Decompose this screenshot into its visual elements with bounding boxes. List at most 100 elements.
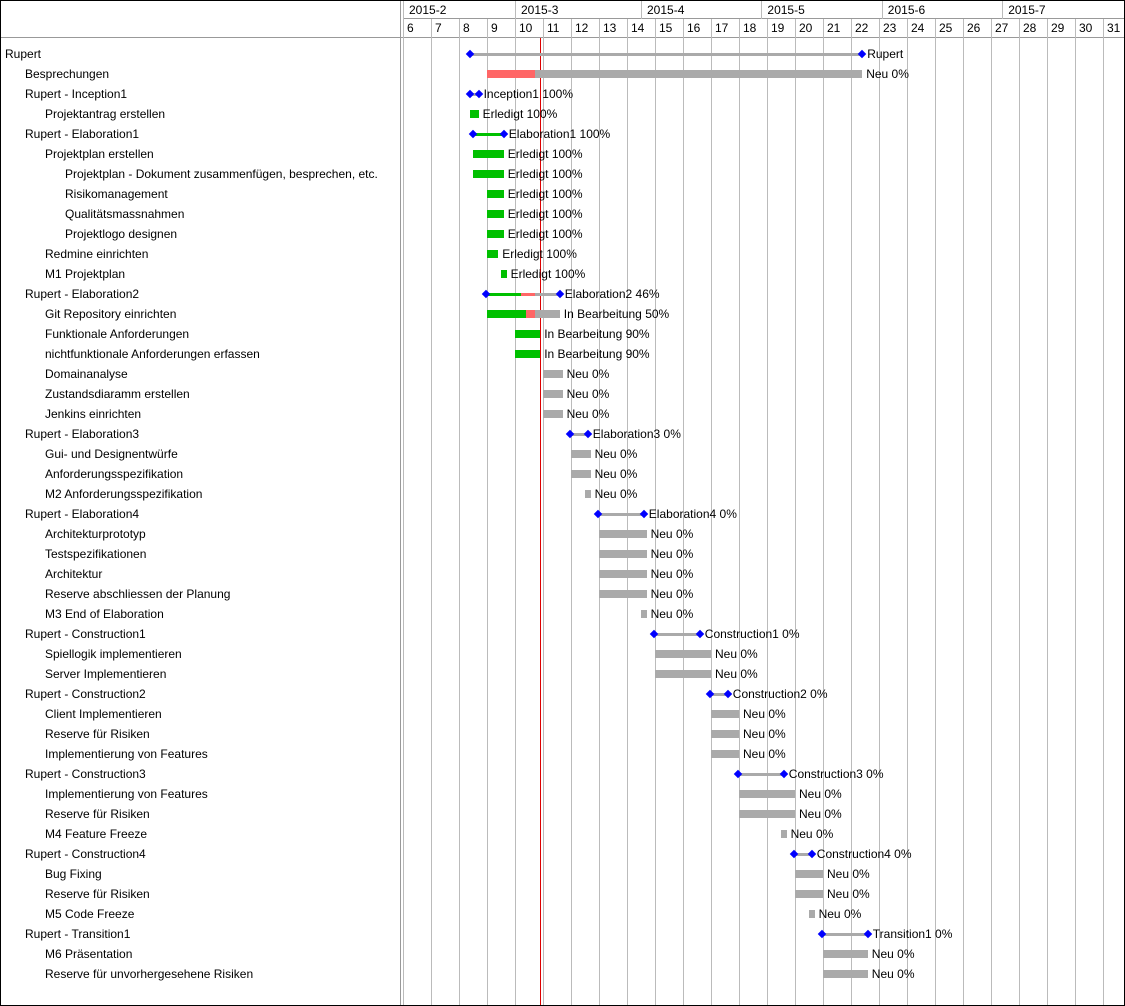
task-bar[interactable] [655,670,711,678]
task-label[interactable]: Rupert - Inception1 [25,87,128,101]
group-bar[interactable] [793,853,812,856]
month-label: 2015-7 [1008,3,1046,17]
task-bar[interactable] [823,970,868,978]
task-label[interactable]: Rupert - Construction3 [25,767,146,781]
group-bar[interactable] [709,693,728,696]
task-label[interactable]: Projektantrag erstellen [45,107,166,121]
task-label[interactable]: Rupert - Elaboration4 [25,507,140,521]
task-label[interactable]: Qualitätsmassnahmen [65,207,185,221]
task-bar[interactable] [655,650,711,658]
task-label[interactable]: Rupert - Elaboration2 [25,287,140,301]
month-label: 2015-5 [767,3,805,17]
task-label[interactable]: Projektplan erstellen [45,147,154,161]
task-status-label: Neu 0% [715,647,758,661]
task-bar[interactable] [543,410,563,418]
task-bar[interactable] [711,710,739,718]
task-label[interactable]: Funktionale Anforderungen [45,327,190,341]
task-bar[interactable] [571,450,591,458]
task-label[interactable]: Domainanalyse [45,367,128,381]
milestone-start-diamond-icon [465,49,475,59]
group-bar[interactable] [737,773,784,776]
week-label: 22 [855,21,869,35]
task-label[interactable]: Redmine einrichten [45,247,149,261]
task-bar[interactable] [739,790,795,798]
task-bar[interactable] [739,810,795,818]
task-status-label: In Bearbeitung 50% [563,307,670,321]
week-gridline [739,19,740,1005]
task-status-label: Neu 0% [743,747,786,761]
group-bar[interactable] [821,933,868,936]
task-bar[interactable] [599,570,647,578]
milestone-end-diamond-icon [555,289,565,299]
task-bar[interactable] [599,530,647,538]
task-label[interactable]: Rupert - Elaboration1 [25,127,140,141]
task-label[interactable]: Rupert [5,47,42,61]
task-label[interactable]: Testspezifikationen [45,547,147,561]
task-label[interactable]: Rupert - Construction1 [25,627,146,641]
task-label[interactable]: M4 Feature Freeze [45,827,148,841]
task-label[interactable]: Gui- und Designentwürfe [45,447,178,461]
task-label[interactable]: Anforderungsspezifikation [45,467,184,481]
group-bar[interactable] [569,433,588,436]
week-gridline [627,19,628,1005]
task-bar[interactable] [571,470,591,478]
task-bar[interactable] [585,490,591,498]
task-label[interactable]: Implementierung von Features [45,747,208,761]
task-label[interactable]: Rupert - Construction4 [25,847,146,861]
group-bar[interactable] [470,53,863,56]
task-label[interactable]: Reserve für Risiken [45,807,150,821]
task-bar-done [487,310,527,318]
task-label[interactable]: nichtfunktionale Anforderungen erfassen [45,347,260,361]
task-label[interactable]: Server Implementieren [45,667,167,681]
task-status-label: Erledigt 100% [507,187,583,201]
task-label[interactable]: Implementierung von Features [45,787,208,801]
group-bar[interactable] [597,513,644,516]
task-bar[interactable] [781,830,787,838]
week-label: 24 [911,21,925,35]
task-bar[interactable] [543,370,563,378]
task-bar[interactable] [795,890,823,898]
task-label[interactable]: M1 Projektplan [45,267,126,281]
task-label[interactable]: Rupert - Construction2 [25,687,146,701]
task-label[interactable]: Reserve für Risiken [45,887,150,901]
task-bar[interactable] [599,590,647,598]
task-label[interactable]: Projektlogo designen [65,227,178,241]
task-label[interactable]: M6 Präsentation [45,947,133,961]
month-gridline [403,1,404,19]
task-bar[interactable] [809,910,815,918]
task-label[interactable]: Reserve für Risiken [45,727,150,741]
task-bar[interactable] [543,390,563,398]
task-label[interactable]: Besprechungen [25,67,110,81]
task-label[interactable]: Reserve für unvorhergesehene Risiken [45,967,254,981]
task-status-label: Elaboration2 46% [564,287,660,301]
task-bar[interactable] [795,870,823,878]
task-label[interactable]: M3 End of Elaboration [45,607,164,621]
task-bar[interactable] [711,730,739,738]
task-bar[interactable] [487,70,863,78]
task-label[interactable]: Risikomanagement [65,187,168,201]
task-label[interactable]: M5 Code Freeze [45,907,135,921]
task-bar[interactable] [599,550,647,558]
task-label[interactable]: Projektplan - Dokument zusammenfügen, be… [65,167,378,181]
task-label[interactable]: Zustandsdiaramm erstellen [45,387,190,401]
task-status-label: Neu 0% [566,387,610,401]
task-label[interactable]: Jenkins einrichten [45,407,142,421]
header-divider [403,18,1124,19]
task-label[interactable]: Client Implementieren [45,707,162,721]
task-label[interactable]: Rupert - Elaboration3 [25,427,140,441]
task-label[interactable]: M2 Anforderungsspezifikation [45,487,203,501]
task-label[interactable]: Git Repository einrichten [45,307,177,321]
week-gridline [431,19,432,1005]
task-bar[interactable] [711,750,739,758]
task-label[interactable]: Architekturprototyp [45,527,146,541]
task-label[interactable]: Rupert - Transition1 [25,927,131,941]
week-label: 25 [939,21,953,35]
task-label[interactable]: Bug Fixing [45,867,102,881]
task-bar[interactable] [641,610,647,618]
group-bar[interactable] [653,633,700,636]
week-gridline [459,19,460,1005]
task-bar[interactable] [823,950,868,958]
task-label[interactable]: Spiellogik implementieren [45,647,182,661]
task-label[interactable]: Architektur [45,567,103,581]
task-label[interactable]: Reserve abschliessen der Planung [45,587,231,601]
